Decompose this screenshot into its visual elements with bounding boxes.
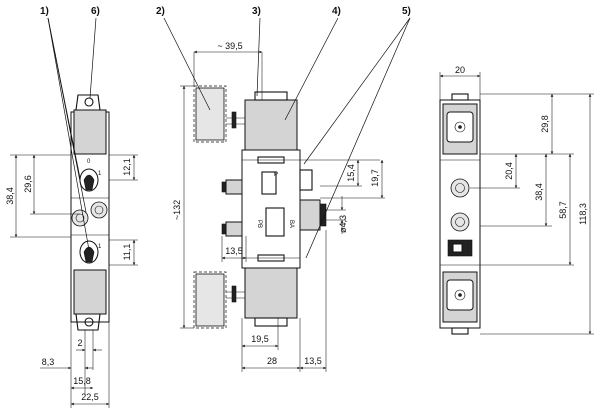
valve-body-front: [241, 149, 301, 269]
dim-15-4: 15,4: [346, 164, 356, 182]
left-lower-solenoid: [73, 269, 107, 315]
right-lower-port: [450, 212, 470, 232]
dim-2: 2: [77, 338, 82, 348]
upper-connector-outline: [193, 85, 227, 143]
lower-solenoid-coil: [244, 267, 298, 319]
left-port-b: [90, 201, 108, 219]
right-fitting: [299, 199, 321, 231]
dim-132: ~132: [172, 200, 182, 220]
callout-1: 1): [40, 6, 49, 17]
dim-15-8: 15,8: [73, 376, 91, 386]
dim-19-5: 19,5: [251, 334, 269, 344]
right-view: 20 29,8 20,4 38,4 58,7 118,3: [439, 65, 594, 335]
left-label-1a: 1: [98, 171, 102, 177]
port-ba: BA: [288, 220, 294, 228]
callout-6: 6): [91, 6, 100, 17]
dim-38-4-right: 38,4: [534, 183, 544, 201]
dim-13-5-right: 13,5: [304, 356, 322, 366]
left-bottom-mount-tab: [75, 313, 101, 331]
callout-4: 4): [332, 6, 341, 17]
dim-12-1: 12,1: [122, 158, 132, 176]
callout-2: 2): [156, 6, 165, 17]
dim-58-7: 58,7: [558, 201, 568, 219]
dim-22-5: 22,5: [81, 392, 99, 402]
left-view: 0 1 1 38,4 29,6 12,1 11,1 2 8,3 15,8 22: [5, 6, 138, 408]
port-label-plate: [265, 207, 285, 237]
dim-20: 20: [455, 65, 465, 75]
lower-connector-outline: [193, 271, 227, 329]
left-fitting-lower: [225, 221, 243, 237]
callout-5: 5): [402, 6, 411, 17]
dim-13-5-left: 13,5: [225, 246, 243, 256]
dim-29-8: 29,8: [540, 115, 550, 133]
dim-39-5: ~ 39,5: [217, 41, 242, 51]
left-top-mount-tab: [75, 94, 101, 111]
dim-20-4: 20,4: [504, 162, 514, 180]
left-upper-solenoid: [73, 109, 107, 155]
upper-solenoid-coil: [244, 99, 298, 151]
port-pb: PB: [256, 220, 262, 228]
dim-4-3: ø4,3: [338, 215, 348, 233]
left-top-mount-hole: [84, 97, 94, 107]
dim-11-1: 11,1: [122, 244, 132, 261]
dim-19-7: 19,7: [370, 169, 380, 187]
dim-28: 28: [267, 356, 277, 366]
right-upper-port: [450, 178, 470, 198]
left-label-1b: 1: [98, 244, 102, 250]
left-port-a: [71, 209, 89, 227]
dim-38-4-left: 38,4: [5, 187, 15, 205]
dim-8-3: 8,3: [42, 357, 55, 367]
dim-118-3: 118,3: [578, 203, 588, 225]
left-bottom-mount-hole: [84, 317, 94, 327]
left-label-0: 0: [87, 159, 91, 165]
front-view: BA PB P ~ 39,5 ~132 15,4 19,7 ø4,3 13,5: [156, 6, 411, 372]
callout-3: 3): [252, 6, 261, 17]
dim-29-6: 29,6: [23, 175, 33, 193]
left-fitting-upper: [225, 179, 243, 195]
